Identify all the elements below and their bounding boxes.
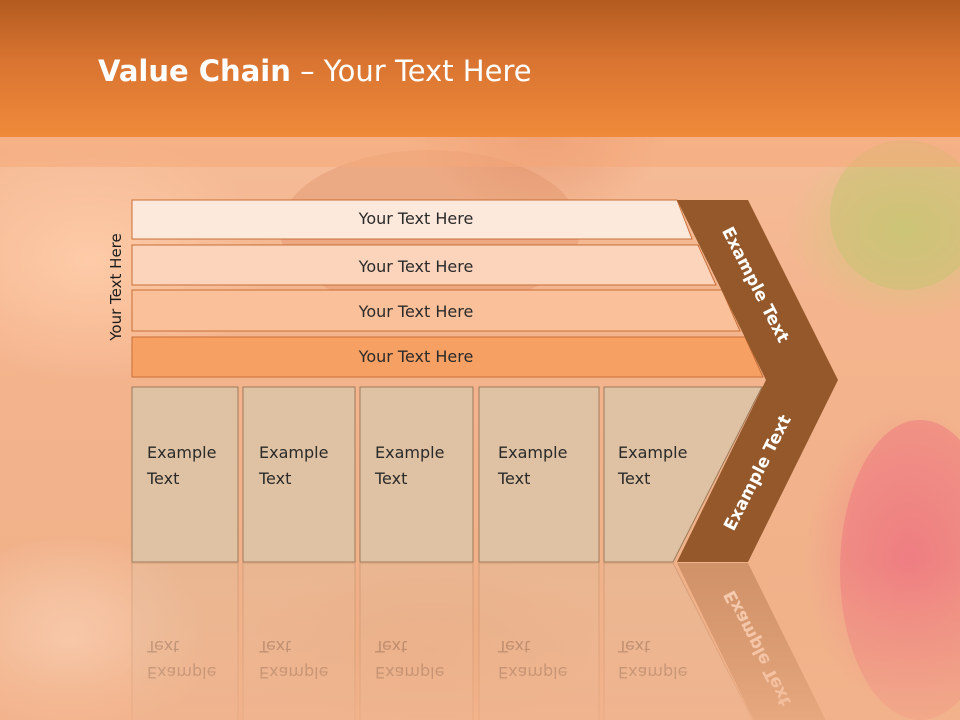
row-2-label: Your Text Here — [358, 257, 474, 276]
box-4-line1: Example — [498, 443, 568, 462]
title-rest: – Your Text Here — [290, 54, 532, 88]
box-3-line2: Text — [375, 469, 408, 488]
row-2-shape — [131, 244, 717, 286]
slide-title: Value Chain – Your Text Here — [98, 54, 532, 88]
box-1-line2: Text — [147, 469, 180, 488]
reflection-fade — [0, 563, 960, 720]
box-2-shape — [242, 386, 356, 563]
box-2-line2: Text — [259, 469, 292, 488]
box-3-line1: Example — [375, 443, 445, 462]
box-5-line1: Example — [618, 443, 688, 462]
header-band — [0, 137, 960, 167]
row-4-shape — [131, 336, 764, 378]
box-4-shape — [478, 386, 600, 563]
box-1-line1: Example — [147, 443, 217, 462]
box-1-shape — [131, 386, 239, 563]
row-3-label: Your Text Here — [358, 302, 474, 321]
box-4-line2: Text — [498, 469, 531, 488]
box-5-shape — [603, 386, 763, 563]
row-3-shape — [131, 289, 741, 332]
header-bar — [0, 0, 960, 137]
row-1-shape — [131, 199, 693, 240]
box-5-line2: Text — [618, 469, 651, 488]
box-2-line1: Example — [259, 443, 329, 462]
row-1-label: Your Text Here — [358, 209, 474, 228]
chevron-arrow — [677, 200, 838, 562]
box-3-shape — [359, 386, 474, 563]
row-4-label: Your Text Here — [358, 347, 474, 366]
title-bold: Value Chain — [98, 54, 291, 88]
